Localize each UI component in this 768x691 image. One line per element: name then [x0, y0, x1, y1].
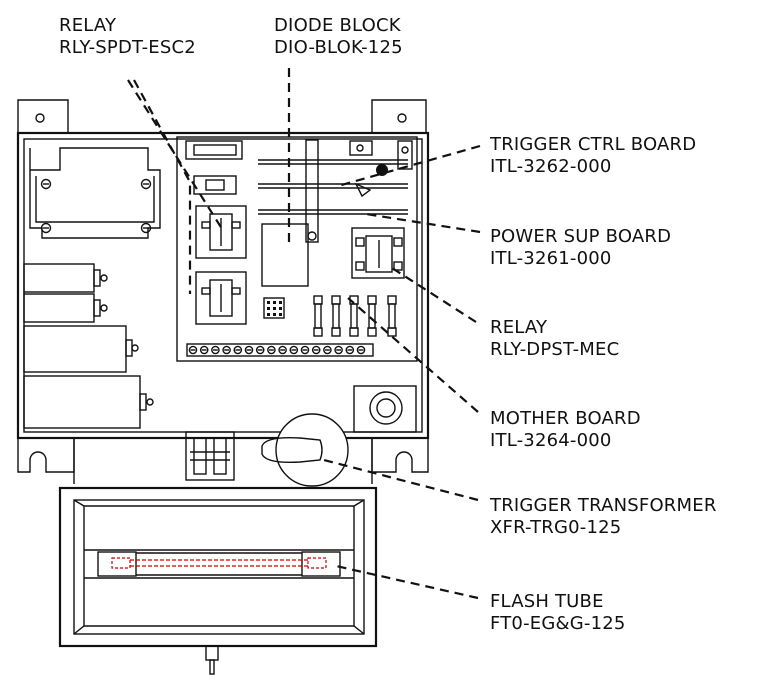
fuse	[387, 295, 397, 337]
callout-name: DIODE BLOCK	[274, 15, 401, 36]
leader-trigger-xfr	[323, 458, 479, 502]
fuse	[349, 295, 359, 337]
callout-diode-block: DIODE BLOCK DIO-BLOK-125	[274, 15, 403, 59]
leader-relay-spdt-a	[127, 79, 225, 233]
trigger-ctrl-board	[258, 139, 413, 243]
callout-relay-dpst: RELAY RLY-DPST-MEC	[490, 317, 619, 361]
fuse-row	[313, 295, 397, 337]
callout-part: ITL-3262-000	[490, 156, 612, 177]
diode-pin	[279, 301, 282, 304]
capacitors	[23, 263, 154, 429]
flash-head	[58, 486, 378, 675]
diode-block	[261, 223, 309, 287]
leader-relay-spdt-b	[133, 79, 192, 294]
terminal-screw	[311, 345, 321, 355]
terminal-screw	[345, 345, 355, 355]
callout-name: TRIGGER TRANSFORMER	[490, 495, 717, 516]
relay-spdt-2	[195, 205, 247, 259]
junction-box	[29, 147, 161, 239]
callout-trigger-ctrl-board: TRIGGER CTRL BOARD ITL-3262-000	[490, 134, 696, 178]
callout-relay-spdt: RELAY RLY-SPDT-ESC2	[59, 15, 196, 59]
callout-part: RLY-SPDT-ESC2	[59, 37, 196, 58]
terminal-screw	[188, 345, 198, 355]
callout-trigger-transformer: TRIGGER TRANSFORMER XFR-TRG0-125	[490, 495, 717, 539]
callout-name: MOTHER BOARD	[490, 408, 641, 429]
diode-pin	[267, 301, 270, 304]
diode-pin	[273, 313, 276, 316]
callout-part: RLY-DPST-MEC	[490, 339, 620, 360]
callout-name: POWER SUP BOARD	[490, 226, 672, 247]
terminal-screw	[255, 345, 265, 355]
callout-name: RELAY	[490, 317, 548, 338]
leader-mother-board	[347, 297, 479, 413]
diode-pin	[279, 307, 282, 310]
callout-power-sup-board: POWER SUP BOARD ITL-3261-000	[490, 226, 671, 270]
terminal-screw	[323, 345, 332, 355]
terminal-screw	[211, 345, 220, 355]
callout-part: DIO-BLOK-125	[274, 37, 403, 58]
terminal-screw	[233, 345, 243, 355]
terminal-screw	[222, 345, 231, 355]
terminal-screw	[278, 345, 287, 355]
diode-pin	[273, 307, 276, 310]
callout-name: TRIGGER CTRL BOARD	[490, 134, 697, 155]
terminal-screw	[300, 345, 310, 355]
callout-flash-tube: FLASH TUBE FT0-EG&G-125	[490, 591, 626, 635]
callout-part: XFR-TRG0-125	[490, 517, 622, 538]
terminal-screw	[356, 345, 366, 355]
leader-lines	[127, 68, 481, 600]
callout-name: RELAY	[59, 15, 117, 36]
round-capacitor	[353, 385, 417, 433]
terminal-screw	[244, 345, 254, 355]
diode-pin	[273, 301, 276, 304]
terminal-strip	[188, 345, 366, 355]
terminal-screw	[334, 345, 343, 355]
leader-relay-dpst	[391, 267, 477, 323]
diode-pin	[267, 313, 270, 316]
diode-pin	[267, 307, 270, 310]
terminal-screw	[289, 345, 299, 355]
callout-part: ITL-3264-000	[490, 430, 612, 451]
terminal-screw	[199, 345, 209, 355]
leader-power-sup	[365, 212, 481, 234]
trigger-transformer	[261, 413, 349, 487]
fuse	[313, 295, 323, 337]
terminal-screw	[267, 345, 276, 355]
terminal-block	[185, 431, 235, 481]
fuse	[367, 295, 377, 337]
callout-mother-board: MOTHER BOARD ITL-3264-000	[490, 408, 641, 452]
mother-board	[176, 136, 418, 362]
callout-name: FLASH TUBE	[490, 591, 604, 612]
fuse	[331, 295, 341, 337]
diode-array	[263, 297, 285, 319]
callout-part: FT0-EG&G-125	[490, 613, 626, 634]
leader-trigger-ctrl	[337, 144, 481, 188]
relay-spdt-3	[195, 271, 247, 325]
diode-pin	[279, 313, 282, 316]
power-sup-board	[351, 227, 405, 279]
flash-tube	[97, 551, 341, 577]
leader-flash-tube	[335, 564, 479, 600]
callout-part: ITL-3261-000	[490, 248, 612, 269]
